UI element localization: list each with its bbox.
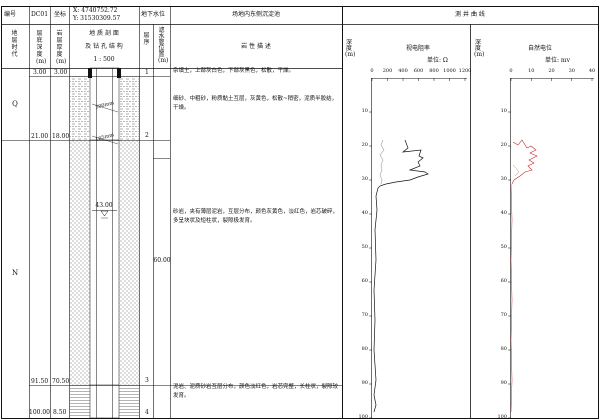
sp_panel-depth-tick-label: 30 <box>500 176 507 182</box>
sp_panel-depth-tick-label: 60 <box>500 278 507 284</box>
col-seq: 层序 <box>143 32 150 46</box>
sp_panel-depth-tick-label: 80 <box>500 346 507 352</box>
col-section-line2: 及 钻 孔 结 构 <box>85 43 123 50</box>
layer-depth: 21.00 <box>31 133 49 140</box>
location-title: 场地内东侧沉淀池 <box>231 11 281 18</box>
layer-thickness: 8.50 <box>53 409 67 416</box>
sp-depth-label: 深度(m) <box>474 39 485 58</box>
sp_panel-depth-tick-label: 50 <box>500 244 507 250</box>
layer-description: 细砂、中粗砂，粉质黏土互层，灰黄色，松散~稍密，泥质半胶结，干燥。 <box>173 96 338 111</box>
resistivity_panel-depth-tick-label: 50 <box>361 244 368 250</box>
sp_panel-x-tick-label: 40 <box>588 68 596 74</box>
curves-title: 测 井 曲 线 <box>455 11 485 18</box>
col-lithology: 岩 性 描 述 <box>241 43 271 50</box>
resistivity_panel-depth-tick-label: 80 <box>361 346 368 352</box>
coord-y: Y: 31530309.57 <box>73 15 121 22</box>
label-zuobiao: 坐标 <box>54 11 67 18</box>
sp_panel-depth-tick-label: 90 <box>500 380 507 386</box>
coord-x: X: 4740752.72 <box>73 7 118 14</box>
sp_panel-depth-tick-label: 100 <box>497 414 507 420</box>
resistivity_panel-x-tick-label: 1200 <box>458 68 472 74</box>
resistivity_panel-depth-tick-label: 100 <box>358 414 368 420</box>
resistivity_panel-depth-tick-label: 40 <box>361 210 368 216</box>
label-bianhao: 编号 <box>4 11 17 18</box>
sp_panel-x-tick-label: 10 <box>528 68 535 74</box>
era-q: Q <box>12 100 18 108</box>
resistivity_panel-x-tick-label: 0 <box>370 68 374 74</box>
era-n: N <box>11 269 19 277</box>
layer-seq: 1 <box>145 69 149 76</box>
res-title: 视电阻率 <box>405 45 431 52</box>
sp_panel-x-tick-label: 30 <box>568 68 575 74</box>
layer-seq: 3 <box>145 377 149 384</box>
resistivity_panel-x-tick-label: 800 <box>429 68 439 74</box>
col-era: 地层时代 <box>11 30 18 58</box>
layer-depth: 100.00 <box>29 409 50 416</box>
sp_panel-x-tick-label: 20 <box>548 68 555 74</box>
col-thickness: 岩层厚度(m) <box>56 30 67 65</box>
layer-description: 杂填土，上部灰白色，下部灰黑色，松散，干燥。 <box>173 68 295 74</box>
layer-thickness: 18.00 <box>52 133 70 140</box>
resistivity_panel-x-tick-label: 600 <box>413 68 424 74</box>
layer-seq: 2 <box>145 132 149 139</box>
resistivity_panel-depth-tick-label: 10 <box>361 108 368 114</box>
resistivity_panel-depth-tick-label: 70 <box>361 312 368 318</box>
resistivity_panel-x-tick-label: 400 <box>398 68 408 74</box>
sp_panel-depth-tick-label: 70 <box>500 312 507 318</box>
sp_panel-depth-tick-label: 10 <box>500 108 507 114</box>
resistivity_panel-depth-tick-label: 20 <box>361 142 368 148</box>
res-depth-label: 深度(m) <box>345 39 356 58</box>
layer-depth: 3.00 <box>33 69 47 76</box>
resistivity_panel-depth-tick-label: 30 <box>361 176 368 182</box>
col-scale: 1 : 500 <box>93 56 115 63</box>
layer-depth: 91.50 <box>31 378 49 385</box>
borehole-id: DC01 <box>31 11 49 18</box>
sp_panel-depth-tick-label: 40 <box>500 210 507 216</box>
screen-depth-label: 60.00 <box>153 257 171 264</box>
res-unit: 单位: Ω <box>427 57 448 64</box>
col-bottom-depth: 层底深度(m) <box>36 30 47 65</box>
resistivity_panel-x-tick-label: 1000 <box>443 68 456 74</box>
layer-description: 泥岩、泥质砂岩互层分布，颜色淡红色，岩芯完整，长柱状，裂隙较发育。 <box>173 384 339 399</box>
water-level-label: 43.00 <box>95 202 113 209</box>
resistivity_panel-depth-tick-label: 60 <box>361 278 368 284</box>
sp-title: 自然电位 <box>527 45 553 52</box>
sp-unit: 单位: mv <box>545 57 571 64</box>
col-section-line1: 地 质 剖 面 <box>89 30 119 37</box>
layer-seq: 4 <box>145 409 149 416</box>
layer-thickness: 3.00 <box>54 69 68 76</box>
col-screen-position: 滤水管位置(m) <box>158 27 169 64</box>
resistivity_panel-depth-tick-label: 90 <box>361 380 368 386</box>
layer-thickness: 70.50 <box>52 378 70 385</box>
resistivity_panel-x-tick-label: 200 <box>382 68 393 74</box>
sp_panel-x-tick-label: 0 <box>509 68 513 74</box>
label-groundwater: 地下水位 <box>141 11 166 18</box>
layer-description: 砂岩，夹有薄层泥岩，互层分布，颜色灰黄色，淡红色，岩芯破碎，多呈块状及短柱状，裂… <box>173 209 339 224</box>
sp_panel-depth-tick-label: 20 <box>500 142 507 148</box>
